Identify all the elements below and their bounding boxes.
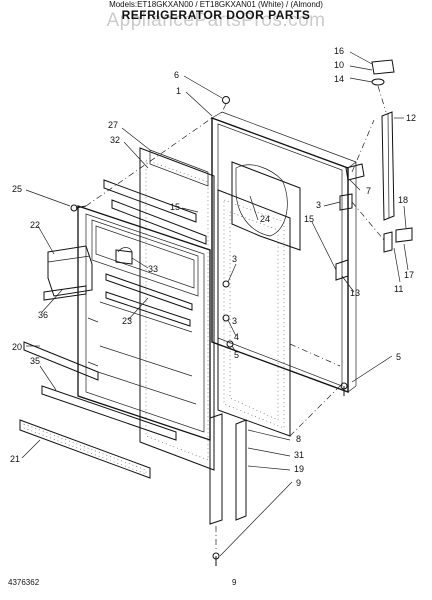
callout-5a: 5 xyxy=(234,350,239,360)
callout-12: 12 xyxy=(406,113,416,123)
callout-6: 6 xyxy=(174,70,179,80)
callout-19: 19 xyxy=(294,464,304,474)
assembly-lines xyxy=(85,85,387,550)
door-liner-insulation xyxy=(217,161,301,437)
callout-7: 7 xyxy=(366,186,371,196)
callout-15a: 15 xyxy=(170,202,180,212)
callout-3a: 3 xyxy=(316,200,321,210)
callout-22: 22 xyxy=(30,220,40,230)
callout-23: 23 xyxy=(122,316,132,326)
callout-15b: 15 xyxy=(304,214,314,224)
dairy-door-part xyxy=(115,247,133,265)
callout-4: 4 xyxy=(234,332,239,342)
callout-31: 31 xyxy=(294,450,304,460)
callout-3b: 3 xyxy=(232,254,237,264)
callout-27: 27 xyxy=(108,120,118,130)
screws xyxy=(70,96,234,348)
model-subtitle: Models:ET18GKXAN00 / ET18GKXAN01 (White)… xyxy=(109,0,323,9)
callout-20: 20 xyxy=(12,342,22,352)
callout-1: 1 xyxy=(176,86,181,96)
callout-16: 16 xyxy=(334,46,344,56)
shelf-trim-bars xyxy=(19,179,207,479)
door-bin xyxy=(43,245,93,301)
page-number: 9 xyxy=(232,578,237,587)
callout-36: 36 xyxy=(38,310,48,320)
callout-25: 25 xyxy=(12,184,22,194)
document-number: 4376362 xyxy=(8,578,40,587)
leader-lines xyxy=(21,51,409,557)
callout-13: 13 xyxy=(350,288,360,298)
page-title: REFRIGERATOR DOOR PARTS xyxy=(121,8,311,22)
callout-5b: 5 xyxy=(396,352,401,362)
callout-11: 11 xyxy=(394,284,403,294)
callout-24: 24 xyxy=(260,214,270,224)
callout-8: 8 xyxy=(296,434,301,444)
callout-14: 14 xyxy=(334,74,344,84)
callout-32: 32 xyxy=(110,135,120,145)
callout-10: 10 xyxy=(334,60,344,70)
callout-labels: 16 10 14 6 1 27 32 12 7 25 15 24 3 15 18… xyxy=(10,46,416,488)
callout-3c: 3 xyxy=(232,316,237,326)
lower-hinge xyxy=(209,382,348,566)
callout-9: 9 xyxy=(296,478,301,488)
callout-35: 35 xyxy=(30,356,40,366)
callout-18: 18 xyxy=(398,195,408,205)
callout-17: 17 xyxy=(404,270,414,280)
hinge-assembly xyxy=(335,59,413,281)
callout-21: 21 xyxy=(10,454,20,464)
callout-33: 33 xyxy=(148,264,158,274)
door-gasket xyxy=(139,147,215,471)
